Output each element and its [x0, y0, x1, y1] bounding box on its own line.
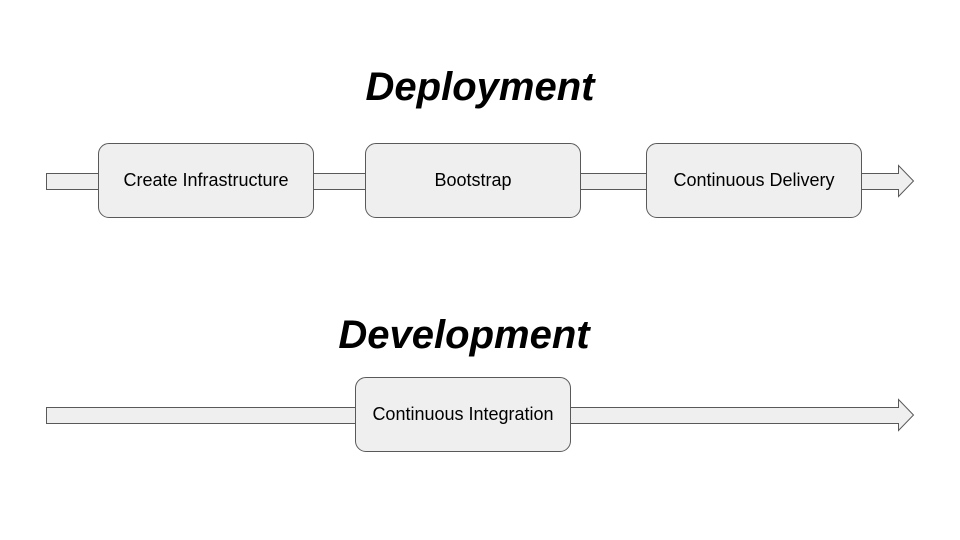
- stage-label: Bootstrap: [434, 170, 512, 190]
- stage-label: Continuous Integration: [372, 404, 554, 424]
- stage-label: Continuous Delivery: [673, 170, 835, 190]
- stage-continuous-delivery: Continuous Delivery: [646, 143, 862, 218]
- stage-continuous-integration: Continuous Integration: [355, 377, 571, 452]
- stage-label: Create Infrastructure: [123, 170, 289, 190]
- stage-create-infrastructure: Create Infrastructure: [98, 143, 314, 218]
- deployment-title: Deployment: [365, 65, 595, 109]
- stage-bootstrap: Bootstrap: [365, 143, 581, 218]
- development-title: Development: [338, 313, 590, 357]
